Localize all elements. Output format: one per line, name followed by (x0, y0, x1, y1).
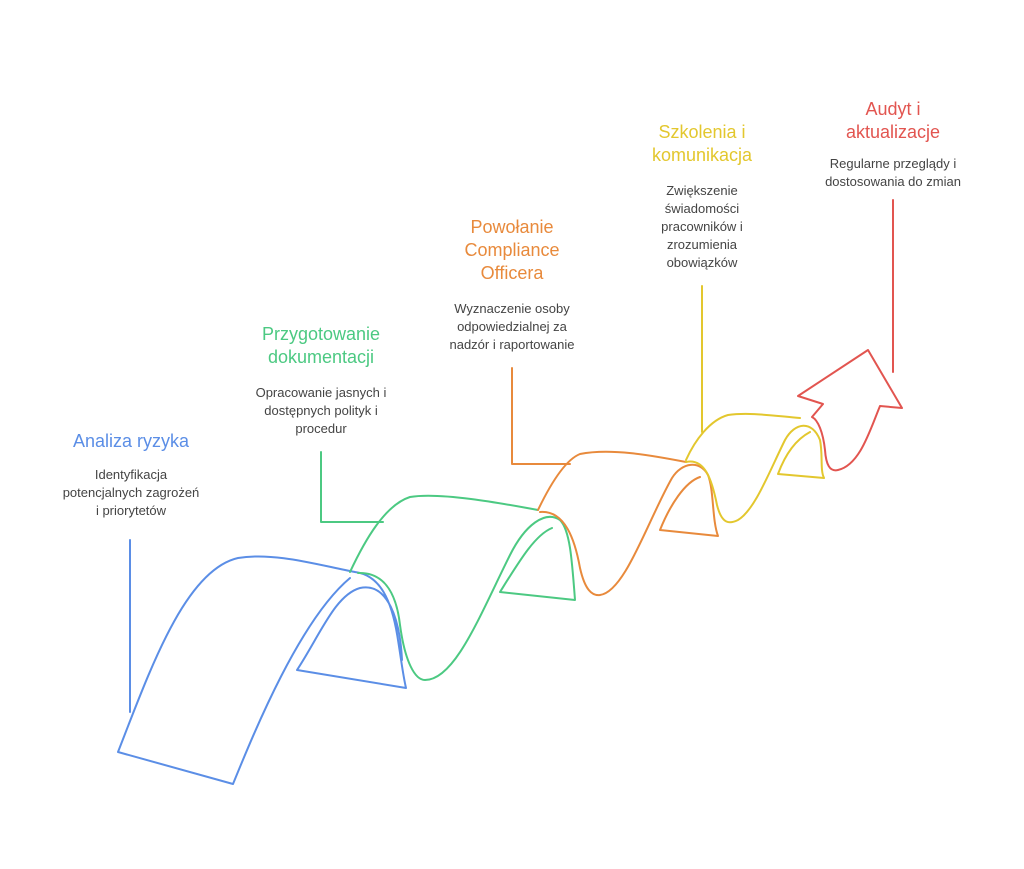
step-4-wave (685, 412, 825, 524)
step-5-title-line-1: Audyt i (865, 99, 921, 119)
step-2-title: Przygotowanie dokumentacji (226, 323, 416, 369)
step-3-wave (537, 450, 719, 597)
step-4-ribbon (685, 285, 825, 524)
step-5-description: Regularne przeglądy i dostosowania do zm… (796, 155, 990, 191)
step-2-ribbon (320, 451, 576, 681)
step-5-arrow (797, 199, 903, 472)
step-4-desc-line-2: świadomości (664, 201, 740, 216)
step-1-desc-line-2: potencjalnych zagrożeń (62, 485, 200, 500)
step-2-connector (320, 451, 384, 523)
step-2-title-line-1: Przygotowanie (261, 324, 381, 344)
step-4-title-line-1: Szkolenia i (658, 122, 746, 142)
step-3-desc-line-1: Wyznaczenie osoby (454, 301, 570, 316)
step-5-title-line-2: aktualizacje (845, 122, 941, 142)
step-2-desc-line-1: Opracowanie jasnych i (255, 385, 387, 400)
step-1-title: Analiza ryzyka (40, 430, 222, 453)
step-5-desc-line-1: Regularne przeglądy i (829, 156, 957, 171)
step-1-desc-line-3: i priorytetów (95, 503, 167, 518)
step-2-desc-line-2: dostępnych polityk i (264, 403, 378, 418)
step-4-desc-line-3: pracowników i (661, 219, 743, 234)
step-5-title: Audyt i aktualizacje (796, 98, 990, 144)
step-3-desc-line-2: odpowiedzialnej za (457, 319, 567, 334)
step-1-title-line-1: Analiza ryzyka (72, 431, 190, 451)
step-3-desc-line-3: nadzór i raportowanie (449, 337, 575, 352)
step-4-desc-line-4: zrozumienia (666, 237, 738, 252)
step-3-title: Powołanie Compliance Officera (418, 216, 606, 285)
step-3-description: Wyznaczenie osoby odpowiedzialnej za nad… (418, 300, 606, 354)
step-2-description: Opracowanie jasnych i dostępnych polityk… (226, 384, 416, 438)
step-3-title-line-2: Compliance (464, 240, 560, 260)
step-3-title-line-1: Powołanie (470, 217, 554, 237)
step-4-title: Szkolenia i komunikacja (610, 121, 794, 167)
step-3-ribbon (511, 367, 719, 597)
step-4-title-line-2: komunikacja (651, 145, 753, 165)
step-5-desc-line-2: dostosowania do zmian (825, 174, 961, 189)
step-3-title-line-3: Officera (480, 263, 544, 283)
step-2-wave (349, 494, 576, 681)
step-1-desc-line-1: Identyfikacja (94, 467, 168, 482)
step-3-connector (511, 367, 571, 465)
step-4-description: Zwiększenie świadomości pracowników i zr… (610, 182, 794, 272)
step-1-ribbon (117, 539, 407, 785)
step-2-desc-line-3: procedur (295, 421, 347, 436)
step-2-title-line-2: dokumentacji (267, 347, 375, 367)
step-4-desc-line-5: obowiązków (666, 255, 738, 270)
step-1-wave (117, 555, 407, 785)
step-4-desc-line-1: Zwiększenie (666, 183, 738, 198)
step-1-description: Identyfikacja potencjalnych zagrożeń i p… (40, 466, 222, 520)
step-5-arrowhead (797, 349, 903, 472)
